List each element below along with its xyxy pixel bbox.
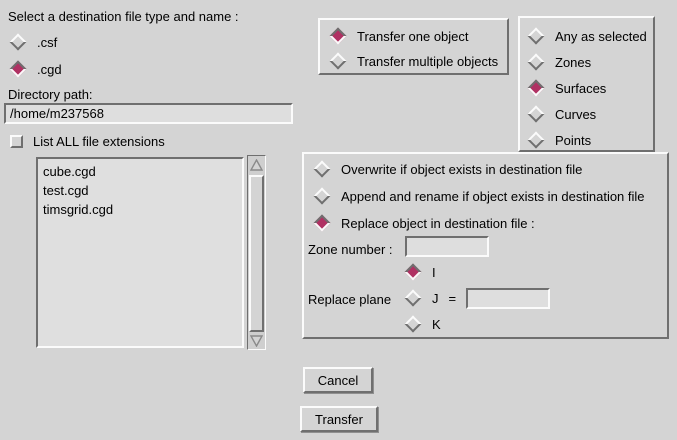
radio-points-icon [527,131,545,149]
radio-transfer-multiple-objects-label: Transfer multiple objects [357,53,499,69]
list-all-extensions-label: List ALL file extensions [33,133,165,149]
radio-overwrite-icon [313,160,331,178]
radio-surfaces-label: Surfaces [555,80,607,96]
radio-curves-label: Curves [555,106,597,122]
radio-plane-k-label: K [432,316,441,332]
file-list-item[interactable]: test.cgd [43,183,89,198]
radio-replace-object-label: Replace object in destination file : [341,215,535,231]
radio-curves-icon [527,105,545,123]
radio-plane-i-label: I [432,264,436,280]
radio-cgd[interactable]: .cgd [9,60,62,78]
radio-any-as-selected-label: Any as selected [555,28,647,44]
radio-replace-object-icon [313,214,331,232]
directory-path-input[interactable] [4,103,293,124]
checkbox-icon [10,134,23,148]
radio-curves[interactable]: Curves [527,105,597,123]
file-list-item[interactable]: cube.cgd [43,164,96,179]
radio-plane-k[interactable]: K [404,315,441,333]
radio-any-as-selected-icon [527,27,545,45]
radio-plane-k-icon [404,315,422,333]
scrollbar-thumb[interactable] [249,175,264,332]
radio-points-label: Points [555,132,592,148]
scroll-up-icon [250,159,263,171]
radio-plane-j[interactable]: J = [404,287,551,309]
cancel-button[interactable]: Cancel [303,367,373,393]
radio-plane-j-label: J [432,290,439,306]
radio-transfer-multiple-objects[interactable]: Transfer multiple objects [329,52,499,70]
file-list[interactable]: cube.cgd test.cgd timsgrid.cgd [36,157,244,348]
radio-plane-i-icon [404,263,422,281]
radio-zones[interactable]: Zones [527,53,592,71]
radio-surfaces[interactable]: Surfaces [527,79,607,97]
transfer-button[interactable]: Transfer [300,406,378,432]
zone-number-label: Zone number : [308,242,393,257]
radio-append-rename[interactable]: Append and rename if object exists in de… [313,187,645,205]
radio-points[interactable]: Points [527,131,592,149]
destination-conflict-group: Overwrite if object exists in destinatio… [302,152,669,339]
scroll-down-icon [250,335,263,347]
scroll-down-button[interactable] [249,333,264,349]
file-list-item[interactable]: timsgrid.cgd [43,202,114,217]
radio-surfaces-icon [527,79,545,97]
radio-any-as-selected[interactable]: Any as selected [527,27,647,45]
radio-overwrite[interactable]: Overwrite if object exists in destinatio… [313,160,583,178]
plane-index-input[interactable] [466,287,551,309]
directory-path-label: Directory path: [8,87,93,102]
radio-replace-object[interactable]: Replace object in destination file : [313,214,535,232]
zone-number-input[interactable] [405,236,489,257]
radio-transfer-one-object-icon [329,27,347,45]
object-type-group: Any as selected Zones Surfaces Curves Po… [518,16,655,152]
radio-transfer-multiple-objects-icon [329,52,347,70]
radio-cgd-label: .cgd [37,61,62,77]
transfer-mode-group: Transfer one object Transfer multiple ob… [318,18,509,75]
scroll-up-button[interactable] [249,157,264,173]
radio-plane-j-icon [404,289,422,307]
replace-plane-label: Replace plane [308,292,392,307]
file-type-section-label: Select a destination file type and name … [8,9,239,24]
radio-append-rename-label: Append and rename if object exists in de… [341,188,645,204]
radio-overwrite-label: Overwrite if object exists in destinatio… [341,161,583,177]
radio-csf[interactable]: .csf [9,33,58,51]
radio-append-rename-icon [313,187,331,205]
radio-zones-icon [527,53,545,71]
radio-plane-i[interactable]: I [404,263,436,281]
radio-csf-icon [9,33,27,51]
radio-transfer-one-object-label: Transfer one object [357,28,469,44]
list-all-extensions-checkbox[interactable]: List ALL file extensions [10,132,165,150]
radio-zones-label: Zones [555,54,592,70]
radio-transfer-one-object[interactable]: Transfer one object [329,27,469,45]
radio-csf-label: .csf [37,34,58,50]
radio-cgd-icon [9,60,27,78]
equals-sign: = [448,290,457,306]
file-list-scrollbar[interactable] [247,155,266,350]
